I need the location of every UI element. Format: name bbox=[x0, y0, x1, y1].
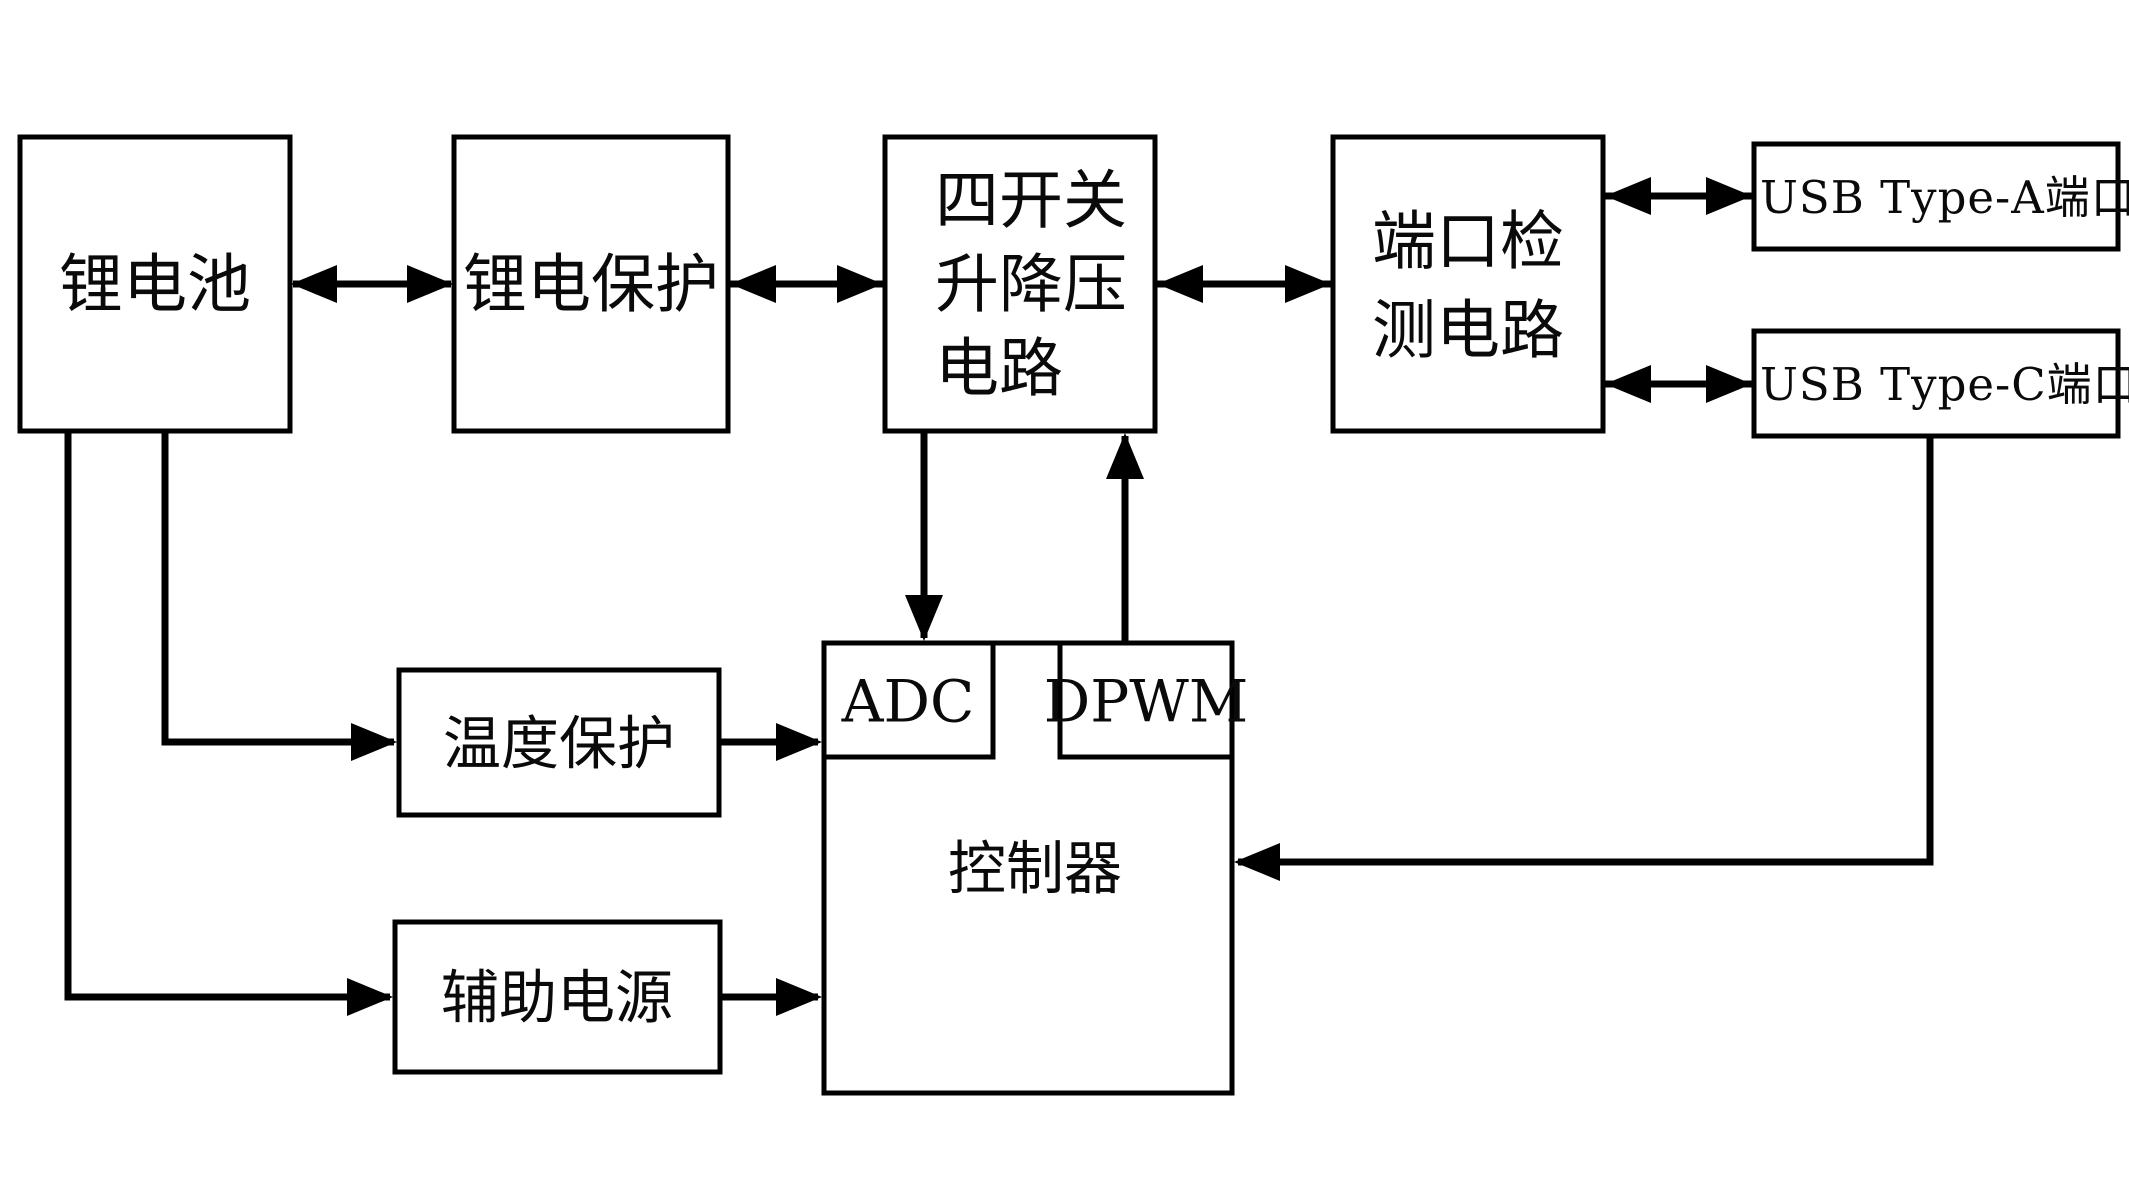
arrow-temperature-protection-controller bbox=[719, 723, 822, 761]
buck-boost-label-line2: 升降压 bbox=[935, 248, 1127, 322]
block-adc: ADC bbox=[821, 640, 996, 760]
arrowhead-up bbox=[1106, 433, 1144, 479]
block-battery-protection: 锂电保护 bbox=[451, 134, 731, 434]
arrowhead-left bbox=[1605, 177, 1651, 215]
arrow-battery-battery-protection bbox=[291, 265, 453, 303]
arrowhead-left bbox=[291, 265, 337, 303]
arrowhead-right bbox=[407, 265, 453, 303]
arrowhead-right bbox=[347, 978, 393, 1016]
block-dpwm: DPWM bbox=[1044, 640, 1249, 760]
temperature-protection-label: 温度保护 bbox=[443, 709, 675, 777]
arrowhead-right bbox=[1706, 177, 1752, 215]
arrowhead-right bbox=[1706, 365, 1752, 403]
arrowhead-right bbox=[776, 723, 822, 761]
port-detection-box bbox=[1330, 134, 1606, 434]
arrowhead-left bbox=[1605, 365, 1651, 403]
dpwm-label: DPWM bbox=[1044, 667, 1249, 735]
block-auxiliary-power: 辅助电源 bbox=[392, 919, 723, 1075]
buck-boost-box bbox=[882, 134, 1158, 434]
auxiliary-power-box bbox=[392, 919, 723, 1075]
battery-box bbox=[17, 134, 293, 434]
arrow-battery-temperature-protection bbox=[161, 430, 397, 761]
block-temperature-protection: 温度保护 bbox=[396, 667, 722, 818]
port-detection-label-line1: 端口检 bbox=[1372, 205, 1564, 279]
block-usb-type-c: USB Type-C端口 bbox=[1751, 328, 2129, 439]
arrow-battery-auxiliary-power bbox=[64, 430, 393, 1016]
arrowhead-left bbox=[1234, 843, 1280, 881]
arrowhead-right bbox=[776, 978, 822, 1016]
usb-type-a-box bbox=[1751, 141, 2121, 252]
temperature-protection-box bbox=[396, 667, 722, 818]
arrowhead-right bbox=[837, 265, 883, 303]
dpwm-box bbox=[1057, 640, 1235, 760]
buck-boost-label-line1: 四开关 bbox=[935, 164, 1127, 238]
arrowhead-left bbox=[1157, 265, 1203, 303]
arrow-line bbox=[1238, 436, 1934, 866]
arrow-usb-type-c-controller bbox=[1234, 436, 1934, 881]
battery-label: 锂电池 bbox=[59, 248, 251, 322]
arrow-line bbox=[64, 430, 390, 1001]
arrow-dpwm-buck-boost bbox=[1106, 433, 1144, 645]
arrow-buck-boost-adc bbox=[905, 431, 943, 641]
usb-type-c-label: USB Type-C端口 bbox=[1760, 358, 2129, 411]
usb-type-a-label: USB Type-A端口 bbox=[1760, 171, 2129, 224]
battery-protection-label: 锂电保护 bbox=[463, 248, 719, 322]
arrow-battery-protection-buck-boost bbox=[730, 265, 883, 303]
block-port-detection: 端口检 测电路 bbox=[1330, 134, 1606, 434]
arrow-buck-boost-port-detection bbox=[1157, 265, 1331, 303]
arrow-port-detection-usb-type-c bbox=[1605, 365, 1752, 403]
block-buck-boost: 四开关 升降压 电路 bbox=[882, 134, 1158, 434]
arrowhead-right bbox=[1285, 265, 1331, 303]
block-usb-type-a: USB Type-A端口 bbox=[1751, 141, 2129, 252]
arrowhead-down bbox=[905, 595, 943, 641]
adc-box bbox=[821, 640, 996, 760]
auxiliary-power-label: 辅助电源 bbox=[441, 963, 673, 1031]
arrowhead-right bbox=[351, 723, 397, 761]
buck-boost-label-line3: 电路 bbox=[935, 332, 1063, 406]
arrow-port-detection-usb-type-a bbox=[1605, 177, 1752, 215]
block-battery: 锂电池 bbox=[17, 134, 293, 434]
battery-protection-box bbox=[451, 134, 731, 434]
usb-type-c-box bbox=[1751, 328, 2121, 439]
port-detection-label-line2: 测电路 bbox=[1372, 294, 1564, 368]
arrow-auxiliary-power-controller bbox=[720, 978, 822, 1016]
arrow-line bbox=[161, 430, 394, 746]
controller-label: 控制器 bbox=[948, 834, 1122, 902]
adc-label: ADC bbox=[841, 667, 975, 735]
arrowhead-left bbox=[730, 265, 776, 303]
